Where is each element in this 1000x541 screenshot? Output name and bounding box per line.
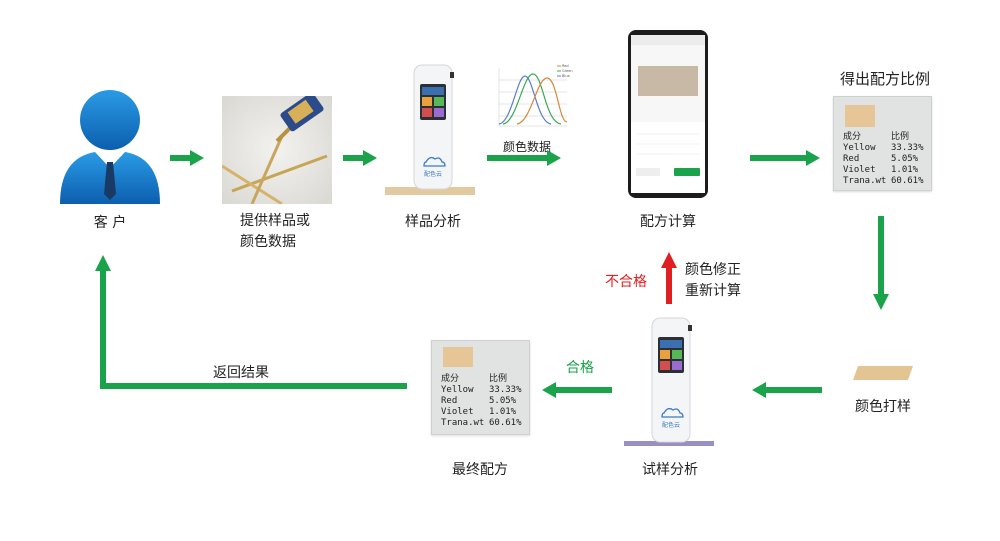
formula-ratio-card: 成分 比例 Yellow 33.33% Red 5.05% Violet 1.01% T… [833,96,932,191]
table-header: 成分 [843,132,862,142]
return-result-label: 返回结果 [213,365,269,381]
formula-table: 成分 比例 Yellow 33.33% Red 5.05% Violet 1.01% T… [843,132,924,187]
arrow-right [343,150,377,166]
table-cell: Red [441,396,458,406]
color-proof-strip [853,366,913,380]
arrow-right [750,150,820,166]
sample-photo [222,96,332,204]
colorimeter-device: 配色云 [385,64,475,195]
table-cell: 60.61% [891,176,924,186]
arrow-up-red [661,252,677,304]
final-formula-label: 最终配方 [452,462,508,478]
colorimeter-device-trial: 配色云 [624,317,714,446]
table-cell: Violet [843,165,876,175]
arrow-right [487,150,561,166]
provide-sample-label: 提供样品或 颜色数据 [240,211,310,253]
table-cell: 1.01% [891,165,919,175]
table-cell: Red [843,154,860,164]
arrow-right [170,150,204,166]
customer-icon [60,90,160,204]
arrow-left [752,382,822,398]
table-cell: Yellow [843,143,876,153]
final-formula-card: 成分 比例 Yellow 33.33% Red 5.05% Violet 1.01% T… [431,340,530,435]
table-cell: 33.33% [489,385,522,395]
table-cell: 5.05% [489,396,517,406]
arrow-left [542,382,612,398]
device-logo-text: 配色云 [662,421,680,429]
color-correction-line1: 颜色修正 [685,262,741,278]
color-swatch [845,105,875,127]
pass-label: 合格 [566,360,594,376]
fail-label: 不合格 [605,274,647,290]
sample-analysis-label: 样品分析 [405,214,461,230]
table-cell: Violet [441,407,474,417]
provide-sample-line1: 提供样品或 [240,213,310,229]
provide-sample-line2: 颜色数据 [240,234,296,250]
table-cell: Trana.wt [843,176,887,186]
legend-red: Red [562,64,569,68]
color-proof-label: 颜色打样 [855,399,911,415]
color-swatch [443,347,473,367]
spectral-curve-chart: Red Green Blue [498,64,573,127]
table-cell: 33.33% [891,143,924,153]
table-cell: Trana.wt [441,418,485,428]
return-arrow [95,255,407,389]
formula-table: 成分 比例 Yellow 33.33% Red 5.05% Violet 1.01% T… [441,374,522,429]
table-cell: Yellow [441,385,474,395]
table-cell: 5.05% [891,154,919,164]
customer-label: 客 户 [93,215,127,231]
table-header: 成分 [441,374,460,384]
phone-screen [628,30,708,198]
legend-blue: Blue [562,74,570,78]
table-header: 比例 [891,132,910,142]
color-correction-label: 颜色修正 重新计算 [685,260,741,302]
legend-green: Green [562,69,573,73]
table-cell: 60.61% [489,418,522,428]
table-header: 比例 [489,374,508,384]
color-correction-line2: 重新计算 [685,283,741,299]
trial-analysis-label: 试样分析 [642,462,698,478]
formula-ratio-label: 得出配方比例 [839,70,930,88]
device-logo-text: 配色云 [424,170,442,178]
arrow-down [873,216,889,310]
formula-calc-label: 配方计算 [640,214,696,230]
table-cell: 1.01% [489,407,517,417]
color-data-label: 颜色数据 [503,140,552,154]
